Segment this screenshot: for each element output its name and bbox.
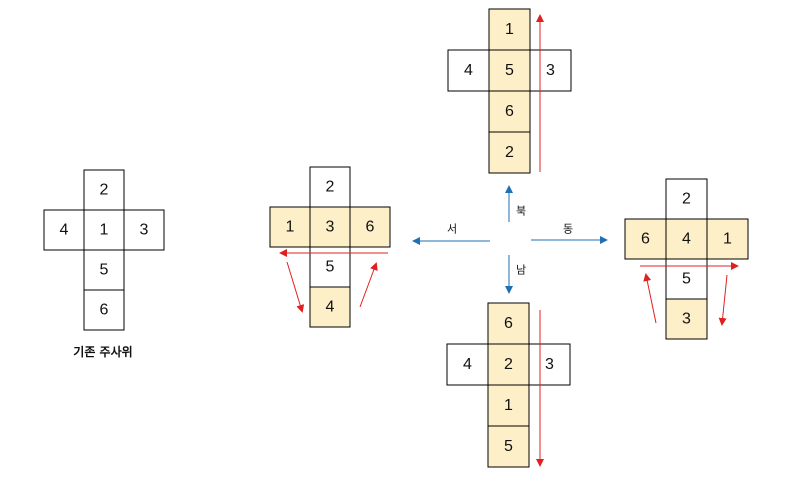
die-face-number: 1 [286,219,295,236]
die-face-number: 3 [545,356,554,373]
die-face-cell [487,384,530,427]
die-face-number: 1 [723,231,732,248]
die-face-cell [487,343,530,386]
rotation-arrows [279,14,739,467]
die-net-west: 2 1 3 6 5 4 [269,166,391,328]
die-face-cell [528,343,571,386]
die-face-cell [447,49,490,92]
direction-compass: 북 남 서 동 [412,185,608,294]
die-face-number: 4 [326,299,335,316]
die-face-cell [665,218,708,260]
die-face-cell [706,218,749,260]
die-face-number: 1 [504,397,513,414]
die-face-number: 5 [100,262,109,279]
die-face-number: 6 [505,103,514,120]
die-face-number: 3 [326,219,335,236]
die-net-original: 2 4 1 3 5 6 [43,169,165,331]
dice-nets: 2 4 1 3 5 6 1 4 5 3 6 2 2 1 3 6 5 4 2 6 4 1 5 3 6 4 2 3 1 5 [43,8,749,468]
die-face-number: 3 [682,311,691,328]
die-face-cell [83,169,125,211]
die-face-cell [123,209,165,251]
north-label: 북 [516,205,526,218]
die-face-cell [665,298,708,340]
west-up-arrow [359,262,378,308]
die-face-number: 4 [463,356,472,373]
east-label: 동 [563,223,573,236]
west-label: 서 [447,223,457,236]
die-face-number: 1 [100,222,109,239]
die-face-number: 2 [326,179,335,196]
die-face-number: 4 [464,62,473,79]
east-up-arrow [643,273,657,324]
die-face-cell [309,246,351,288]
die-face-number: 6 [641,231,650,248]
die-face-cell [349,206,391,248]
die-face-number: 2 [504,356,513,373]
die-face-number: 6 [100,302,109,319]
die-net-south: 6 4 2 3 1 5 [446,302,571,468]
die-face-number: 5 [505,62,514,79]
die-face-cell [309,286,351,328]
die-face-number: 5 [326,259,335,276]
die-net-east: 2 6 4 1 5 3 [624,178,749,340]
die-face-number: 5 [504,438,513,455]
die-net-north: 1 4 5 3 6 2 [447,8,572,174]
east-down-arrow [718,274,728,326]
die-face-cell [665,178,708,220]
die-face-number: 6 [366,219,375,236]
die-face-number: 5 [682,271,691,288]
south-label: 남 [516,264,526,277]
die-face-number: 1 [505,21,514,38]
die-face-number: 3 [546,62,555,79]
die-face-cell [529,49,572,92]
die-face-number: 4 [60,222,69,239]
die-face-number: 6 [504,315,513,332]
die-face-cell [269,206,311,248]
die-face-cell [487,425,530,468]
die-face-cell [488,131,531,174]
die-face-cell [624,218,667,260]
die-face-cell [43,209,85,251]
die-face-number: 3 [140,222,149,239]
die-face-number: 2 [682,191,691,208]
die-face-cell [488,90,531,133]
original-die-caption: 기존 주사위 [73,344,132,359]
die-face-number: 4 [682,231,691,248]
west-down-arrow [286,261,305,313]
die-face-cell [83,289,125,331]
die-face-number: 2 [505,144,514,161]
die-face-number: 2 [100,182,109,199]
